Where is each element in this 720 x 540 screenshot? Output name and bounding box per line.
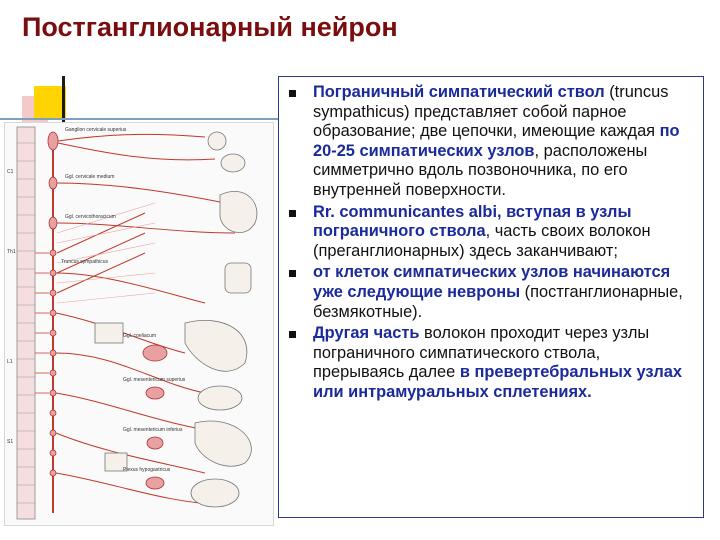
bullet-highlight: от клеток симпатических узлов начинаются…	[313, 263, 671, 301]
bullet-marker-icon	[289, 331, 296, 339]
decor-square-yellow	[34, 86, 66, 118]
bullet-highlight: Rr. communicantes albi, вступая в узлы п…	[313, 202, 632, 241]
bullet-item: Rr. communicantes albi, вступая в узлы п…	[285, 203, 693, 262]
slide-title: Постганглионарный нейрон	[22, 12, 398, 42]
diagram-segment: C1	[7, 169, 14, 175]
diagram-label: Ggl. coeliacum	[123, 333, 156, 339]
sympathetic-nervous-system-diagram: Ganglion cervicale superius Ggl. cervica…	[4, 122, 274, 526]
diagram-segment: Th1	[7, 249, 16, 255]
diagram-segment: S1	[7, 439, 13, 445]
bullet-marker-icon	[289, 209, 296, 217]
bullet-highlight: Пограничный симпатический ствол	[313, 83, 605, 101]
diagram-segment: L1	[7, 359, 13, 365]
bullet-item: Другая часть волокон проходит через узлы…	[285, 324, 693, 402]
bullet-highlight: Другая часть	[313, 324, 420, 343]
bullet-text: волокон проходит через узлы пограничного…	[313, 324, 650, 382]
bullet-text: (truncus sympathicus) представляет собой…	[313, 83, 669, 141]
bullet-highlight: в превертебральных узлах или интрамураль…	[313, 363, 682, 401]
bullet-marker-icon	[289, 270, 296, 278]
bullet-list: Пограничный симпатический ствол (truncus…	[285, 83, 693, 405]
diagram-label: Truncus sympathicus	[61, 259, 109, 265]
diagram-label: Ggl. cervicothoracicum	[65, 214, 116, 220]
diagram-label: Ganglion cervicale superius	[65, 127, 127, 133]
bullet-item: от клеток симпатических узлов начинаются…	[285, 263, 693, 322]
bullet-highlight: по 20-25 симпатических узлов	[313, 122, 680, 160]
diagram-label: Ggl. cervicale medium	[65, 174, 114, 180]
bullet-text: (постганглионарные, безмякотные).	[313, 282, 683, 321]
diagram-label: Ggl. mesentericum inferius	[123, 427, 183, 433]
bullet-text: , расположены симметрично вдоль позвоноч…	[313, 141, 648, 199]
bullet-item: Пограничный симпатический ствол (truncus…	[285, 83, 693, 201]
decor-horizontal-line	[0, 118, 280, 120]
bullet-text: , часть своих волокон (преганглионарных)…	[313, 222, 651, 260]
diagram-label: Plexus hypogastricus	[123, 467, 171, 473]
diagram-label: Ggl. mesentericum superius	[123, 377, 186, 383]
diagram-illustration: Ganglion cervicale superius Ggl. cervica…	[7, 126, 258, 520]
bullet-marker-icon	[289, 90, 296, 97]
text-box: Пограничный симпатический ствол (truncus…	[278, 76, 704, 518]
decor-vertical-line	[62, 76, 65, 138]
